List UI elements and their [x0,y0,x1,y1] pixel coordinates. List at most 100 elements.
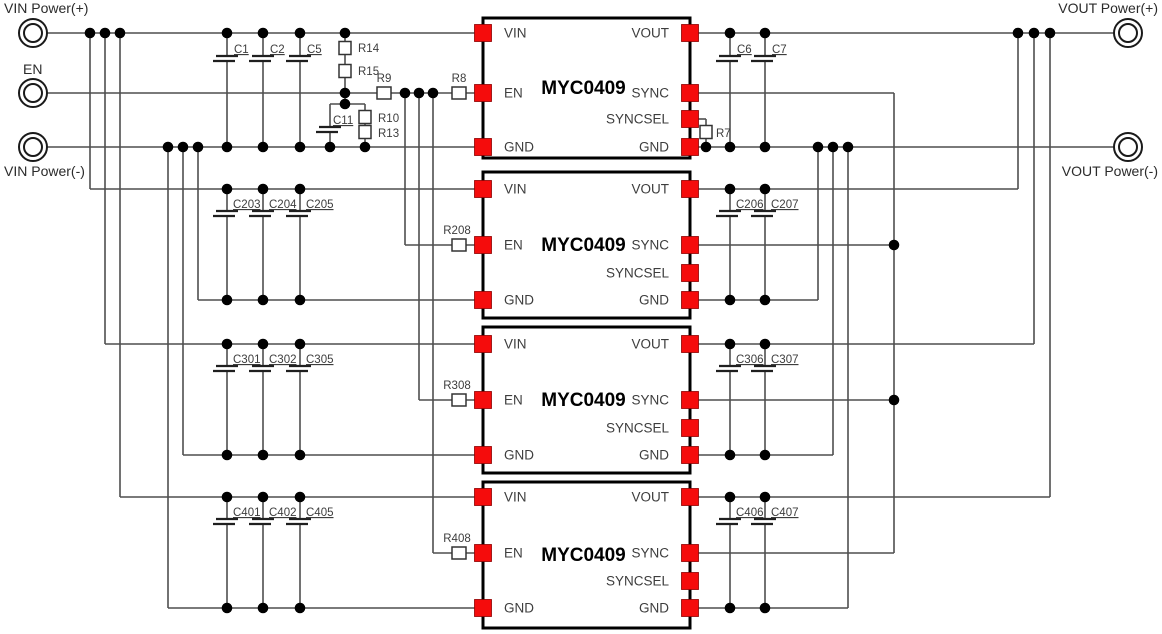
junction-dot [294,338,306,350]
terminal-vin-minus-inner [23,137,43,157]
junction-dot [812,141,824,153]
pin-syncsel [681,110,699,128]
junction-dot [221,27,233,39]
junction-dot [399,87,411,99]
resistor-r7 [699,124,713,140]
pin-label: EN [504,238,523,253]
resistor-r13 [358,124,372,140]
junction-dot [724,338,736,350]
capacitor-label: C205 [306,199,334,211]
capacitor-label: C2 [270,44,285,56]
junction-dot [221,449,233,461]
terminal-label: EN [23,61,42,77]
capacitor-label: C207 [771,199,799,211]
junction-dot [724,294,736,306]
resistor-r14 [338,40,352,56]
junction-dot [177,141,189,153]
pin-vout [681,488,699,506]
capacitor-label: C307 [771,354,799,366]
module-box [481,325,692,475]
pin-gnd [474,138,492,156]
junction-dot [257,294,269,306]
pin-en [474,544,492,562]
pin-label: GND [504,448,534,463]
terminal-vout-minus-inner [1118,137,1138,157]
junction-dot [1028,27,1040,39]
pin-syncsel [681,264,699,282]
resistor-r9 [376,86,392,100]
pin-vout [681,180,699,198]
capacitor-label: C405 [306,507,334,519]
capacitor-label: C206 [736,199,764,211]
junction-dot [114,27,126,39]
junction-dot [759,141,771,153]
pin-vin [474,180,492,198]
terminal-vout-plus-inner [1118,23,1138,43]
junction-dot [294,449,306,461]
pin-label: SYNC [631,86,669,101]
pin-label: VIN [504,26,527,41]
junction-dot [759,449,771,461]
pin-label: EN [504,393,523,408]
pin-label: SYNC [631,393,669,408]
capacitor-label: C302 [269,354,297,366]
junction-dot [162,141,174,153]
pin-label: VOUT [631,490,669,505]
junction-dot [1044,27,1056,39]
pin-label: GND [639,448,669,463]
resistor-r10 [358,109,372,125]
junction-dot [257,602,269,614]
capacitor-label: C11 [333,115,353,127]
terminal-label: VIN Power(+) [4,0,88,16]
pin-gnd [681,138,699,156]
junction-dot [759,338,771,350]
junction-dot [221,141,233,153]
capacitor-label: C306 [736,354,764,366]
pin-label: EN [504,86,523,101]
junction-dot [84,27,96,39]
junction-dot [700,141,712,153]
junction-dot [888,394,900,406]
pin-label: VIN [504,182,527,197]
pin-en [474,391,492,409]
junction-dot [339,98,351,110]
junction-dot [294,141,306,153]
capacitor-label: C6 [737,44,752,56]
module-name: MYC0409 [541,235,626,256]
pin-syncsel [681,419,699,437]
pin-vin [474,24,492,42]
pin-label: VOUT [631,26,669,41]
pin-vout [681,335,699,353]
pin-sync [681,236,699,254]
junction-dot [827,141,839,153]
terminal-en-inner [23,83,43,103]
module-name: MYC0409 [541,78,626,99]
resistor-label: R208 [443,225,471,237]
junction-dot [759,602,771,614]
capacitor-label: C301 [233,354,261,366]
resistor-label: R15 [358,66,379,78]
junction-dot [359,141,371,153]
resistor-r308 [451,393,467,407]
junction-dot [192,141,204,153]
junction-dot [294,183,306,195]
pin-sync [681,391,699,409]
junction-dot [724,602,736,614]
junction-dot [339,27,351,39]
junction-dot [257,338,269,350]
pin-label: VOUT [631,182,669,197]
pin-vin [474,488,492,506]
junction-dot [221,294,233,306]
junction-dot [759,27,771,39]
module-name: MYC0409 [541,390,626,411]
junction-dot [294,294,306,306]
pin-gnd [681,446,699,464]
junction-dot [339,87,351,99]
module-name: MYC0409 [541,545,626,566]
resistor-label: R8 [452,73,467,85]
junction-dot [842,141,854,153]
junction-dot [888,239,900,251]
pin-label: VIN [504,490,527,505]
capacitor-label: C406 [736,507,764,519]
